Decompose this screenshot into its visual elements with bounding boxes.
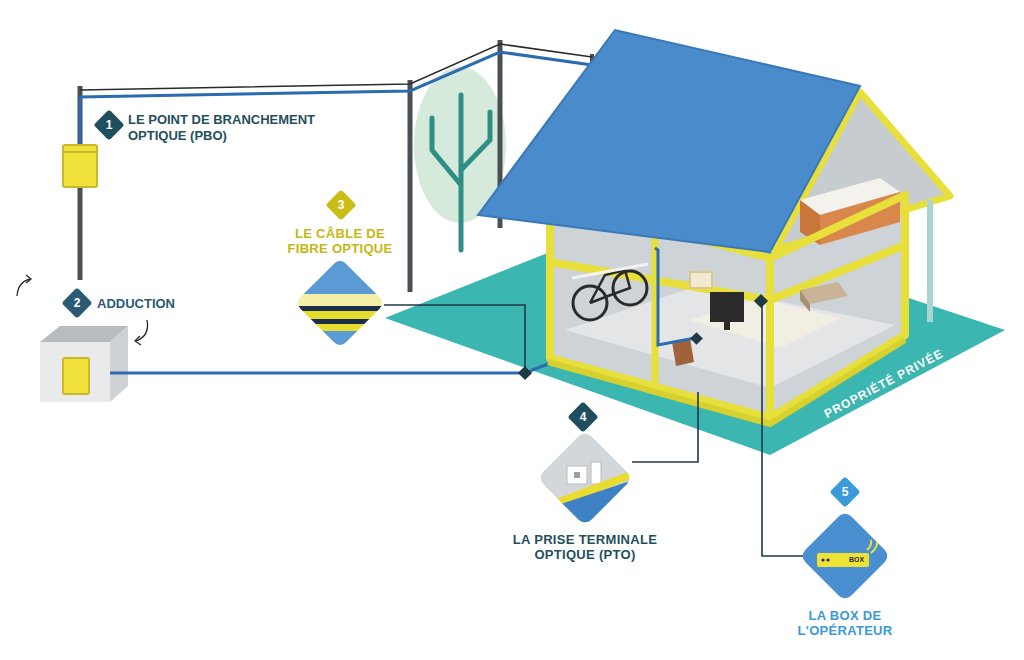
callout-number: 4 xyxy=(580,410,587,425)
callout-number: 2 xyxy=(74,296,81,311)
overhead-wires xyxy=(80,44,612,145)
area-label: PROPRIÉTÉ PRIVÉE xyxy=(822,346,946,422)
callout-panel: LE CÂBLE DE FIBRE OPTIQUE xyxy=(280,226,400,348)
part-label: LE POINT DE BRANCHEMENT OPTIQUE (PBO) xyxy=(128,112,368,144)
callout-diamonds xyxy=(61,109,860,507)
callout-heading: LE CÂBLE DE FIBRE OPTIQUE xyxy=(280,226,400,256)
callout-icon xyxy=(295,258,385,348)
device-label: BOX xyxy=(849,556,864,564)
callout-icon xyxy=(537,430,633,526)
pto-icon xyxy=(537,430,633,526)
roof xyxy=(478,30,860,252)
callout-number: 5 xyxy=(842,485,849,500)
cable-icon xyxy=(295,258,385,348)
adduction-cube xyxy=(40,326,128,402)
leader-lines xyxy=(384,302,804,556)
box-icon xyxy=(799,510,891,602)
callout-icon: BOX xyxy=(799,510,891,602)
tree xyxy=(414,67,506,250)
pbo-box xyxy=(63,145,97,187)
fiber-cable xyxy=(110,362,553,373)
callout-heading: LA PRISE TERMINALE OPTIQUE (PTO) xyxy=(500,532,670,562)
part-label: ADDUCTION xyxy=(97,296,175,312)
callout-panel: BOX LA BOX DE L'OPÉRATEUR xyxy=(765,510,925,638)
callout-heading: LA BOX DE L'OPÉRATEUR xyxy=(783,608,908,638)
leader-markers xyxy=(518,294,768,380)
callout-panel: LA PRISE TERMINALE OPTIQUE (PTO) xyxy=(490,430,680,562)
callout-number: 1 xyxy=(106,118,113,133)
callout-number: 3 xyxy=(338,198,345,213)
